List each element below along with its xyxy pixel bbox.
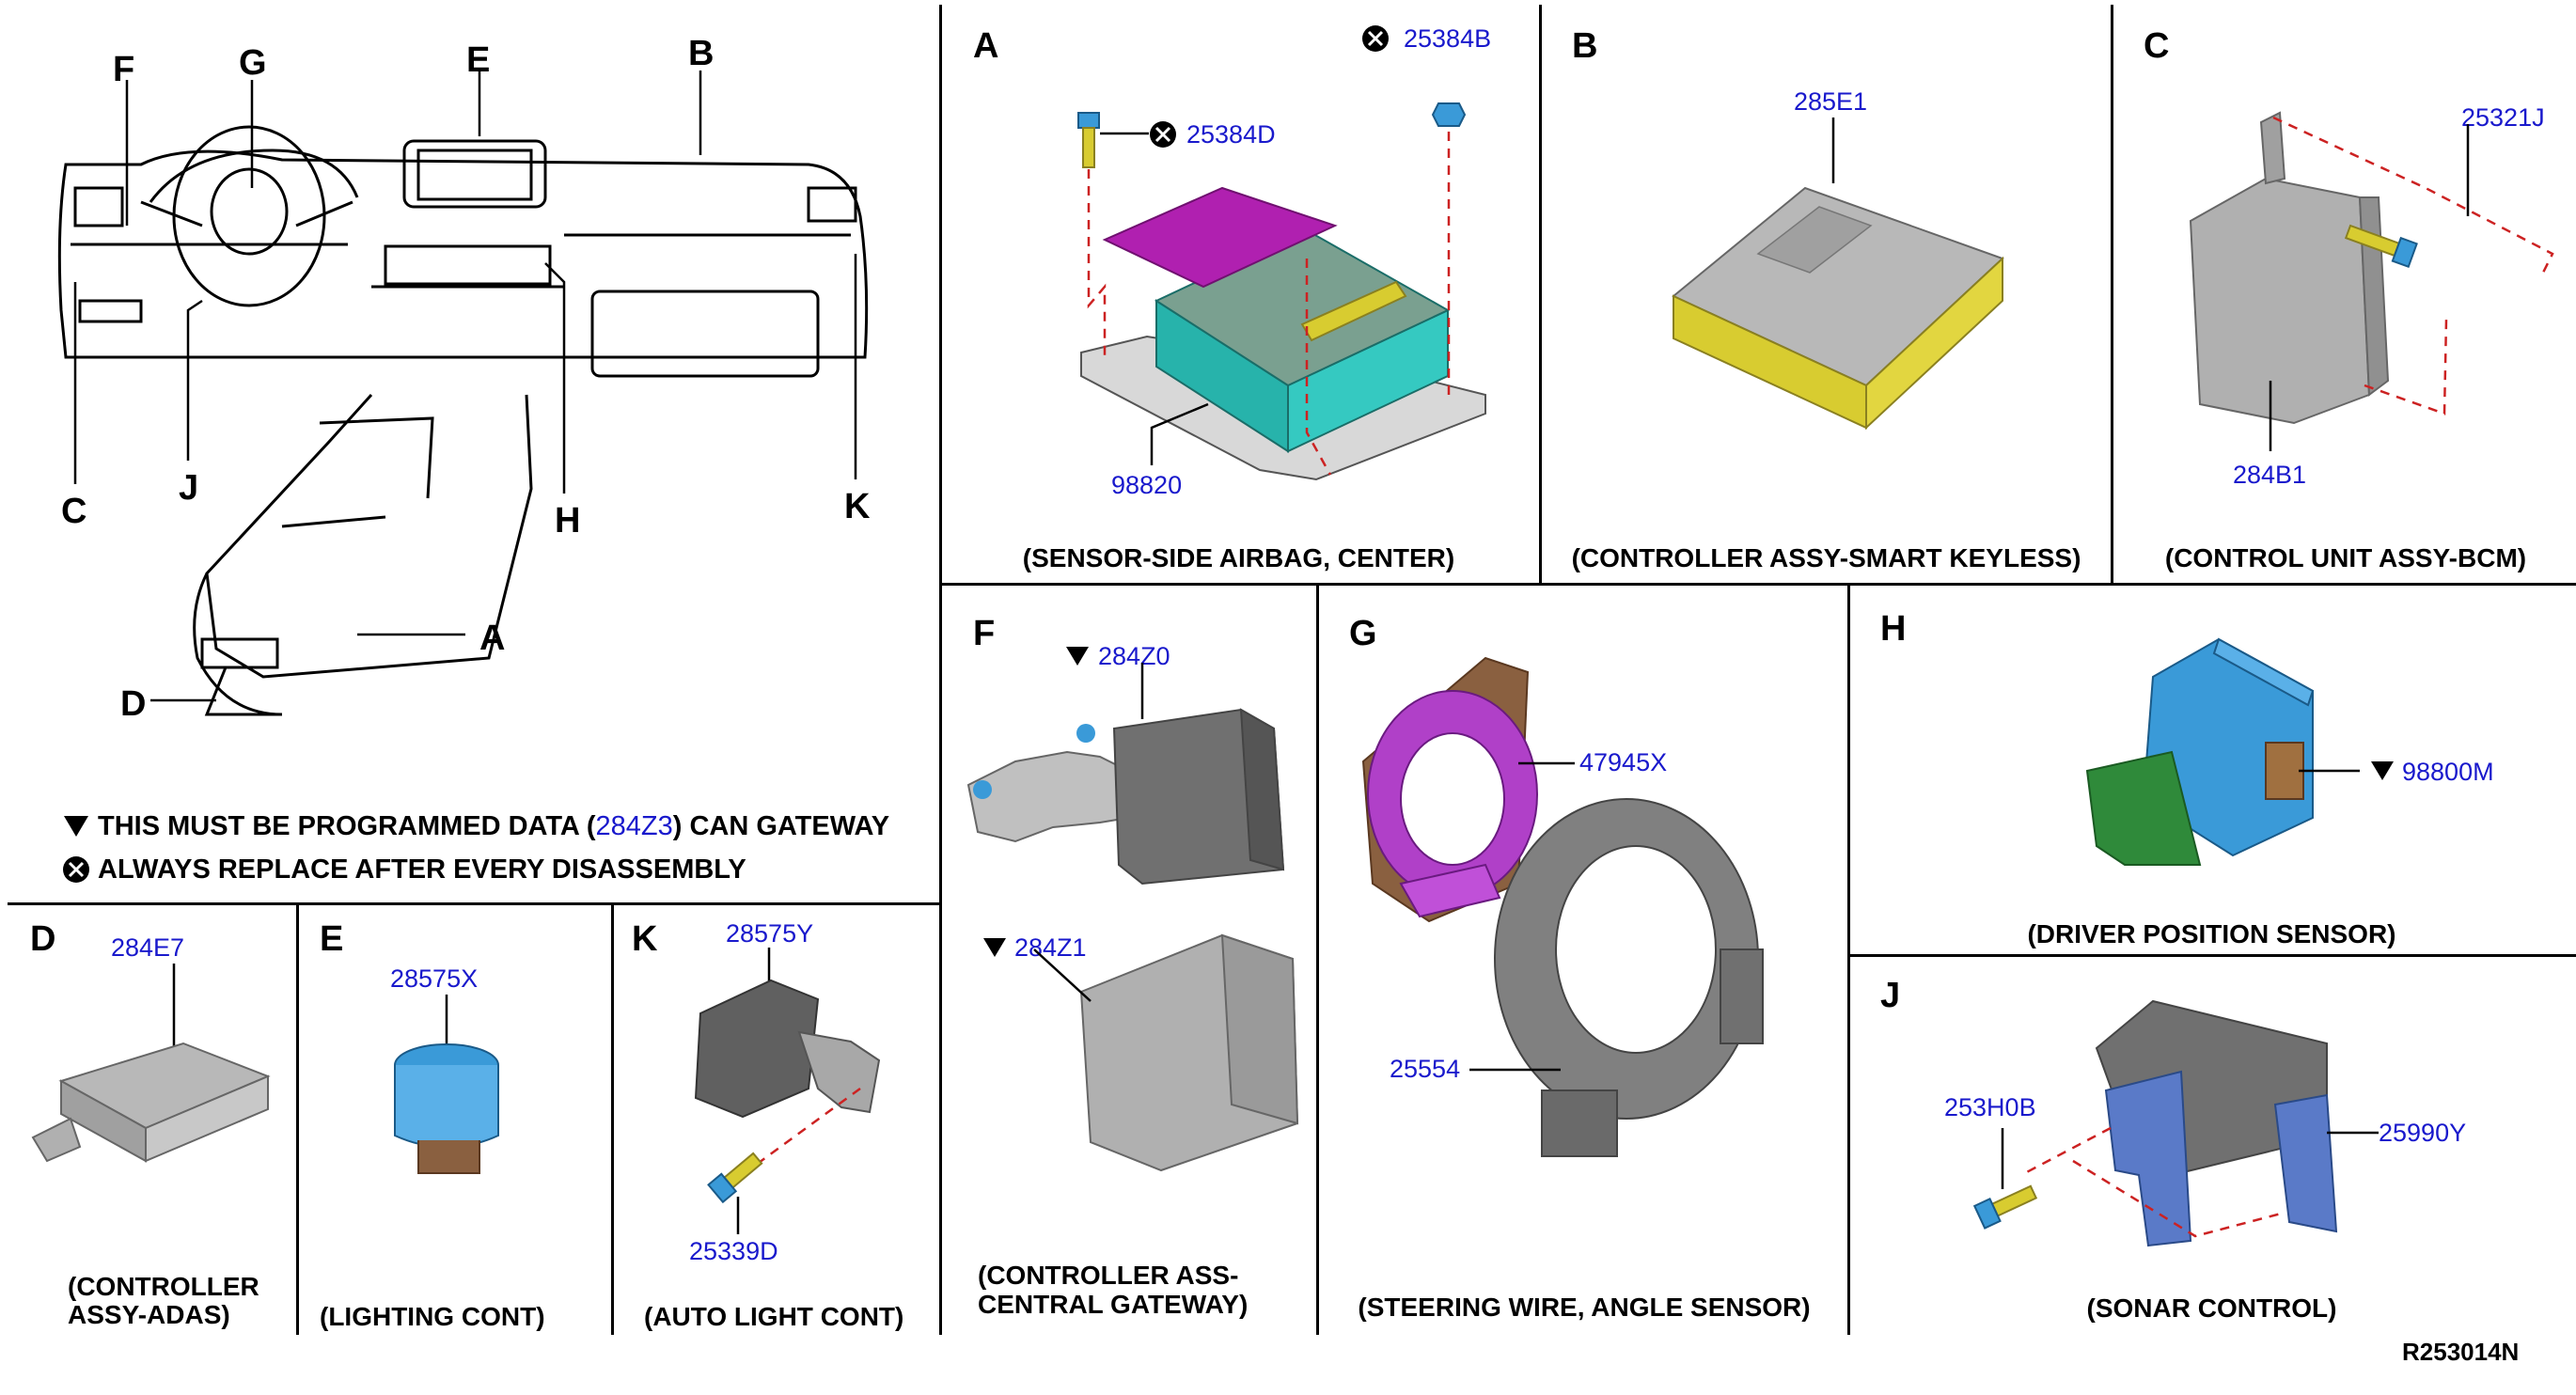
- divider-d-e: [296, 902, 299, 1335]
- gateway-lower-drawing: [1033, 933, 1299, 1172]
- panel-c-letter: C: [2144, 26, 2170, 66]
- divider-h-j: [1847, 954, 2576, 957]
- overview-label-k: K: [844, 487, 871, 526]
- smart-keyless-drawing: [1672, 118, 2004, 431]
- overview-leaders: [73, 71, 857, 702]
- steering-angle-drawing: [1361, 656, 1764, 1157]
- panel-f-letter: F: [973, 614, 996, 653]
- adas-controller-drawing: [31, 964, 271, 1163]
- note-programmed-prefix: THIS MUST BE PROGRAMMED DATA (: [98, 811, 596, 841]
- part-253h0b: 253H0B: [1944, 1093, 2036, 1121]
- panel-e-caption: (LIGHTING CONT): [320, 1302, 545, 1331]
- panel-k-letter: K: [632, 919, 658, 959]
- note-programmed-part: 284Z3: [595, 811, 673, 841]
- panel-g-caption: (STEERING WIRE, ANGLE SENSOR): [1358, 1293, 1811, 1322]
- triangle-down-icon: [64, 816, 88, 837]
- part-285e1: 285E1: [1794, 87, 1868, 116]
- sonar-control-drawing: [1972, 999, 2379, 1247]
- triangle-down-icon: [2371, 761, 2394, 780]
- part-25384b: 25384B: [1404, 24, 1492, 53]
- overview-label-e: E: [466, 40, 491, 80]
- panel-j-caption: (SONAR CONTROL): [2086, 1293, 2337, 1323]
- panel-g-letter: G: [1349, 614, 1377, 653]
- dashboard-overview-drawing: [57, 125, 869, 716]
- circled-x-icon: [1150, 121, 1176, 148]
- divider-b-c: [2111, 5, 2113, 583]
- divider-main-vertical: [939, 5, 942, 1335]
- panel-h-caption: (DRIVER POSITION SENSOR): [2027, 919, 2396, 948]
- lighting-switch-drawing: [394, 995, 499, 1174]
- part-28575y: 28575Y: [726, 919, 814, 948]
- part-47945x: 47945X: [1579, 748, 1668, 776]
- circled-x-icon: [1362, 25, 1389, 52]
- panel-a-letter: A: [973, 26, 999, 66]
- driver-position-sensor-drawing: [2085, 637, 2360, 866]
- divider-top-row: [939, 583, 2576, 586]
- part-98820: 98820: [1111, 471, 1183, 499]
- note-replace: ALWAYS REPLACE AFTER EVERY DISASSEMBLY: [98, 854, 746, 885]
- note-programmed-suffix: ) CAN GATEWAY: [672, 811, 890, 841]
- airbag-sensor-drawing: [1077, 102, 1486, 481]
- panel-d-letter: D: [30, 919, 56, 959]
- panel-d-caption-1: (CONTROLLER: [68, 1272, 259, 1301]
- panel-b-letter: B: [1572, 26, 1598, 66]
- part-284e7: 284E7: [111, 933, 185, 962]
- panel-a-caption: (SENSOR-SIDE AIRBAG, CENTER): [1022, 543, 1455, 572]
- part-28575x: 28575X: [390, 964, 479, 993]
- divider-left-bottom: [8, 902, 940, 905]
- divider-g-hj: [1847, 583, 1850, 1335]
- panel-f-caption-1: (CONTROLLER ASS-: [978, 1261, 1239, 1290]
- panel-c-caption: (CONTROL UNIT ASSY-BCM): [2164, 543, 2527, 572]
- overview-label-j: J: [179, 468, 199, 508]
- overview-label-c: C: [61, 492, 87, 531]
- panel-e-letter: E: [320, 919, 344, 959]
- overview-label-d: D: [120, 684, 147, 724]
- gateway-upper-drawing: [966, 663, 1285, 886]
- divider-f-g: [1316, 583, 1319, 1335]
- panel-j-letter: J: [1880, 976, 1901, 1015]
- overview-label-b: B: [688, 34, 715, 73]
- bcm-drawing: [2189, 111, 2554, 451]
- panel-k-caption: (AUTO LIGHT CONT): [644, 1302, 904, 1331]
- part-25384d: 25384D: [1186, 120, 1276, 149]
- panel-d-caption-2: ASSY-ADAS): [68, 1300, 230, 1329]
- overview-label-f: F: [113, 50, 135, 89]
- circled-x-icon: [63, 856, 89, 883]
- overview-label-g: G: [239, 43, 267, 83]
- part-25339d: 25339D: [689, 1237, 778, 1265]
- auto-light-drawing: [694, 948, 881, 1234]
- figure-code: R253014N: [2402, 1338, 2520, 1366]
- part-284z1: 284Z1: [1014, 933, 1087, 962]
- part-284b1: 284B1: [2233, 461, 2307, 489]
- note-programmed: THIS MUST BE PROGRAMMED DATA (284Z3) CAN…: [98, 813, 889, 840]
- part-25990y: 25990Y: [2379, 1119, 2467, 1147]
- part-98800m: 98800M: [2402, 758, 2494, 786]
- overview-label-a: A: [479, 619, 506, 658]
- panel-a-leaders: [1100, 132, 1209, 465]
- panel-h-letter: H: [1880, 609, 1907, 649]
- divider-a-b: [1539, 5, 1542, 583]
- part-284z0: 284Z0: [1098, 642, 1170, 670]
- part-25554: 25554: [1390, 1055, 1461, 1083]
- divider-e-k: [611, 902, 614, 1335]
- part-25321j: 25321J: [2461, 103, 2545, 132]
- panel-f-caption-2: CENTRAL GATEWAY): [978, 1290, 1249, 1319]
- triangle-down-icon: [983, 938, 1006, 957]
- panel-b-caption: (CONTROLLER ASSY-SMART KEYLESS): [1571, 543, 2081, 572]
- overview-label-h: H: [555, 501, 581, 541]
- triangle-down-icon: [1066, 647, 1089, 666]
